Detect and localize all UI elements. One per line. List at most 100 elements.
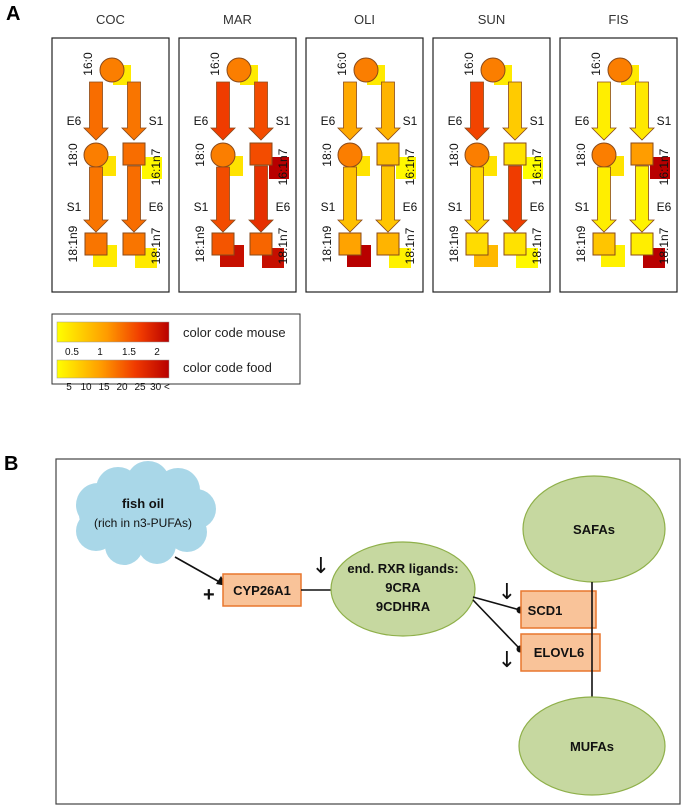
arrow-e6-upper	[83, 81, 109, 141]
label-18-1n7: 18:1n7	[276, 227, 290, 264]
label-18-0: 18:0	[320, 143, 334, 167]
food-color-scale	[56, 359, 170, 379]
label-s1-lower: S1	[194, 200, 209, 214]
arrow-e6-upper	[337, 81, 363, 141]
safas-label: SAFAs	[573, 522, 615, 537]
label-e6-upper: E6	[575, 114, 590, 128]
arrow-s1-lower	[83, 166, 109, 233]
mouse-tick: 1	[97, 347, 103, 358]
node-18-1n7	[249, 232, 273, 256]
arrow-s1-lower	[591, 166, 617, 233]
node-16-0	[607, 57, 633, 83]
arrow-s1-upper	[629, 81, 655, 141]
label-s1-lower: S1	[67, 200, 82, 214]
label-s1-upper: S1	[403, 114, 418, 128]
label-16-0: 16:0	[589, 52, 603, 76]
panel-a-letter: A	[6, 3, 20, 25]
label-e6-upper: E6	[448, 114, 463, 128]
label-18-1n9: 18:1n9	[447, 225, 461, 262]
rxr-line2: 9CRA	[385, 580, 421, 595]
node-16-0	[353, 57, 379, 83]
mouse-tick: 1.5	[122, 347, 136, 358]
label-e6-lower: E6	[530, 200, 545, 214]
node-18-1n7	[503, 232, 527, 256]
label-e6-lower: E6	[403, 200, 418, 214]
label-e6-upper: E6	[194, 114, 209, 128]
legend-mouse-label: color code mouse	[183, 325, 286, 340]
arrow-s1-upper	[375, 81, 401, 141]
label-s1-upper: S1	[530, 114, 545, 128]
arrow-e6-lower	[375, 165, 401, 233]
elovl6-box	[520, 633, 601, 672]
rxr-to-scd1-line	[472, 596, 521, 611]
label-16-0: 16:0	[208, 52, 222, 76]
node-18-0	[337, 142, 363, 168]
cloud-title: fish oil	[122, 496, 164, 511]
node-18-1n9	[592, 232, 616, 256]
food-square-16-1n7	[142, 157, 162, 179]
node-16-1n7	[376, 142, 400, 166]
arrow-s1-lower	[337, 166, 363, 233]
rxr-line1: end. RXR ligands:	[347, 561, 458, 576]
node-16-0	[226, 57, 252, 83]
label-18-1n9: 18:1n9	[574, 225, 588, 262]
label-s1-upper: S1	[276, 114, 291, 128]
rxr-line3: 9CDHRA	[376, 599, 431, 614]
mouse-tick-labels: 0.5 1 1.5 2	[65, 347, 160, 358]
mouse-tick: 0.5	[65, 347, 79, 358]
label-e6-lower: E6	[276, 200, 291, 214]
cyp26a1-box	[222, 573, 302, 607]
node-16-1n7	[249, 142, 273, 166]
food-square-16-1n7	[269, 157, 289, 179]
label-18-1n9: 18:1n9	[66, 225, 80, 262]
node-16-1n7	[503, 142, 527, 166]
label-18-0: 18:0	[574, 143, 588, 167]
diet-title: COC	[96, 12, 125, 27]
arrow-s1-upper	[502, 81, 528, 141]
mouse-tick: 2	[154, 347, 160, 358]
label-s1-lower: S1	[575, 200, 590, 214]
node-18-0	[464, 142, 490, 168]
node-18-0	[83, 142, 109, 168]
food-tick: 10	[80, 382, 92, 393]
label-16-1n7: 16:1n7	[657, 148, 671, 185]
mouse-color-scale	[56, 321, 170, 343]
label-s1-lower: S1	[448, 200, 463, 214]
food-tick: 30 <	[150, 382, 170, 393]
food-tick: 5	[66, 382, 72, 393]
food-square-16-1n7	[650, 157, 670, 179]
label-e6-upper: E6	[321, 114, 336, 128]
label-18-0: 18:0	[447, 143, 461, 167]
node-18-1n9	[465, 232, 489, 256]
label-e6-lower: E6	[657, 200, 672, 214]
fish-oil-cloud: fish oil (rich in n3-PUFAs)	[76, 461, 216, 565]
diet-title: OLI	[354, 12, 375, 27]
down-arrow-rxr: ↓	[312, 554, 330, 579]
label-s1-upper: S1	[149, 114, 164, 128]
label-18-1n7: 18:1n7	[657, 227, 671, 264]
arrow-e6-lower	[502, 165, 528, 233]
node-16-0	[480, 57, 506, 83]
diet-title: SUN	[478, 12, 505, 27]
food-tick: 25	[134, 382, 146, 393]
down-arrow-scd1: ↓	[498, 580, 516, 605]
food-tick: 15	[98, 382, 110, 393]
label-18-1n9: 18:1n9	[193, 225, 207, 262]
node-18-1n9	[338, 232, 362, 256]
label-16-0: 16:0	[81, 52, 95, 76]
diet-title: FIS	[608, 12, 629, 27]
food-square-16-1n7	[396, 157, 416, 179]
food-tick-labels: 5 10 15 20 25 30 <	[66, 382, 170, 393]
label-s1-upper: S1	[657, 114, 672, 128]
mufas-ellipse	[518, 696, 666, 796]
arrow-e6-lower	[248, 165, 274, 233]
node-18-1n7	[376, 232, 400, 256]
label-s1-lower: S1	[321, 200, 336, 214]
food-tick: 20	[116, 382, 128, 393]
label-18-1n7: 18:1n7	[530, 227, 544, 264]
